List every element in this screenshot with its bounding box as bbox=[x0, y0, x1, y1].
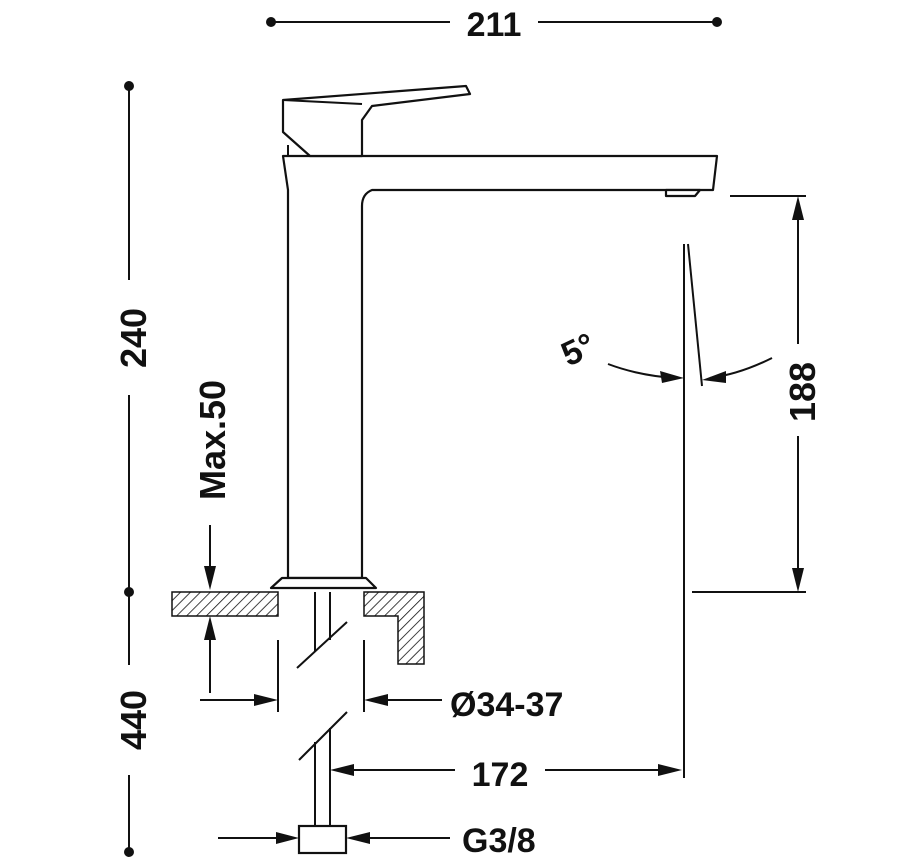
max-thickness-label: Max.50 bbox=[192, 380, 233, 500]
height-dimension: 240 440 bbox=[113, 81, 154, 857]
hole-diameter-dimension: Ø34-37 bbox=[200, 640, 563, 724]
spout-height-label: 188 bbox=[782, 362, 823, 422]
supply-pipe bbox=[296, 592, 348, 855]
connection-label: G3/8 bbox=[462, 822, 536, 860]
spout-height-dimension: 188 bbox=[692, 195, 823, 593]
hole-diameter-label: Ø34-37 bbox=[450, 686, 563, 724]
faucet-body bbox=[269, 84, 719, 590]
angle-dimension: 5° bbox=[556, 243, 773, 778]
width-dimension: 211 bbox=[266, 6, 722, 44]
g38-connector bbox=[297, 824, 348, 855]
height-440-label: 440 bbox=[113, 690, 154, 750]
height-240-label: 240 bbox=[113, 308, 154, 368]
max-thickness-dimension: Max.50 bbox=[192, 380, 233, 693]
width-label: 211 bbox=[467, 6, 522, 44]
reach-dimension: 172 bbox=[330, 756, 682, 794]
angle-label: 5° bbox=[556, 326, 602, 374]
connection-dimension: G3/8 bbox=[218, 822, 536, 860]
reach-label: 172 bbox=[472, 756, 529, 794]
countertop bbox=[171, 591, 425, 665]
